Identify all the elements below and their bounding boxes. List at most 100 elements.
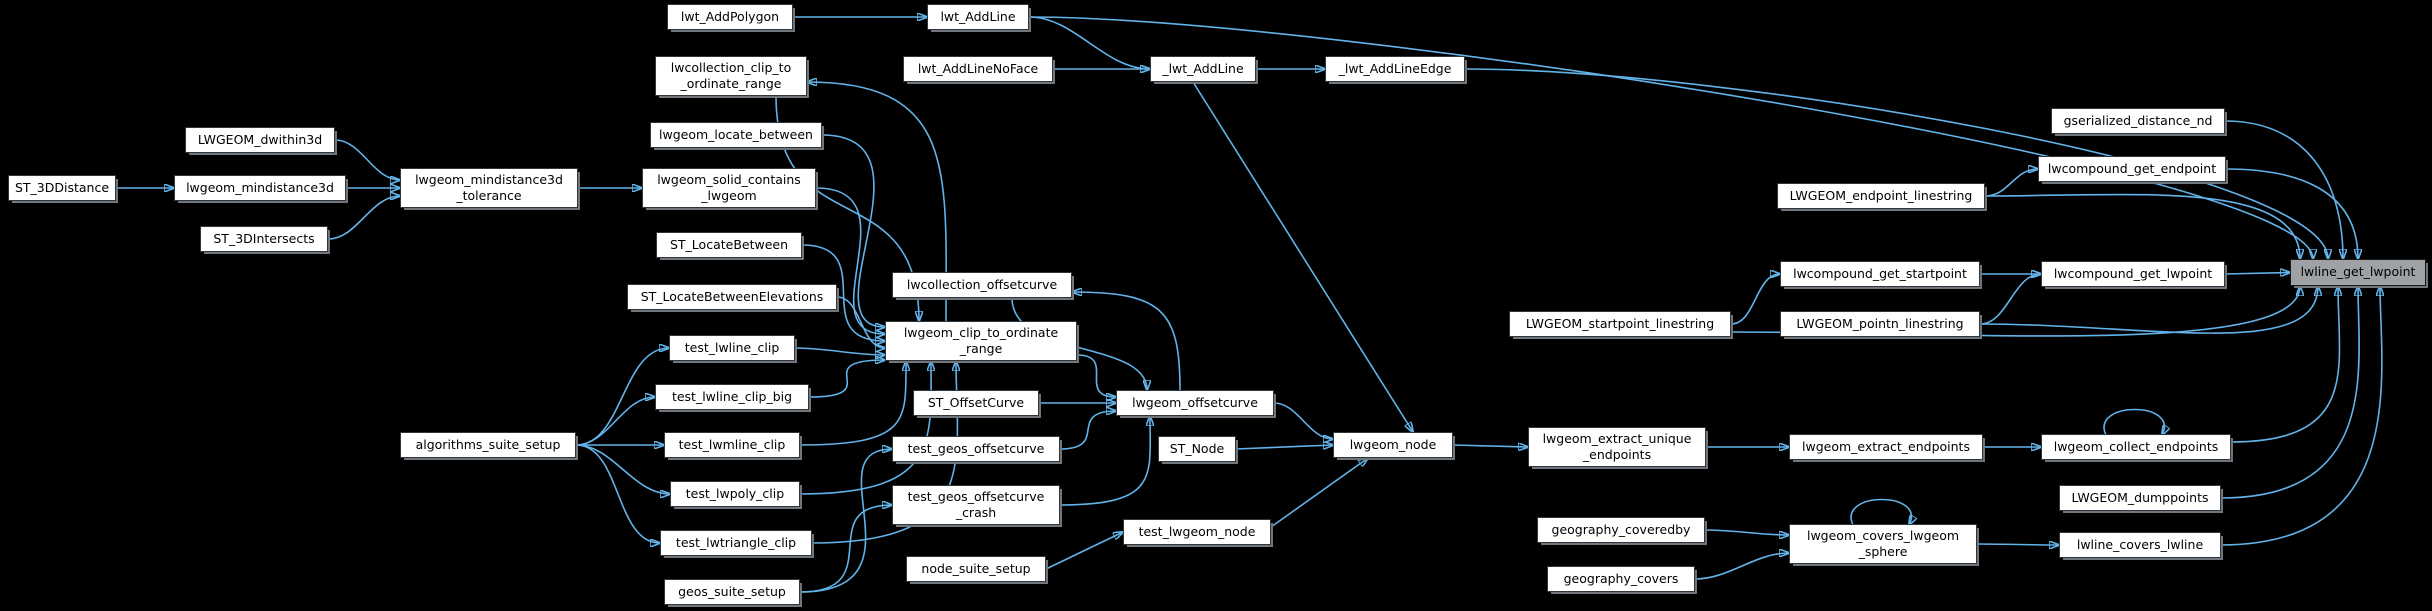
node-label-line: _tolerance (456, 188, 522, 203)
node-label-line: _lwt_AddLine (1162, 60, 1244, 76)
edge-test_lwgeom_node-to-lwgeom_node (1270, 458, 1368, 528)
node-LWGEOM_startpoint_linestring[interactable]: LWGEOM_startpoint_linestring (1509, 311, 1731, 337)
edge-lwgeom_offsetcurve-to-lwgeom_node (1273, 402, 1333, 439)
node-lwgeom_collect_endpoints[interactable]: lwgeom_collect_endpoints (2041, 434, 2231, 460)
edge-LWGEOM_pointn_linestring-to-lwcompound_get_lwpoint (1979, 274, 2041, 325)
node-label-line: lwt_AddLineNoFace (917, 60, 1039, 76)
edge-lwgeom_collect_endpoints-to-lwgeom_collect_endpoints (2103, 408, 2164, 436)
node-ST_Node[interactable]: ST_Node (1158, 436, 1236, 462)
node-lwgeom_clip_to_ordinate_range[interactable]: lwgeom_clip_to_ordinate_range (885, 321, 1077, 361)
node-lwcollection_clip_to_ordinate_range[interactable]: lwcollection_clip_to_ordinate_range (655, 56, 807, 96)
node-label-line: test_lwmline_clip (678, 436, 786, 452)
node-lwt_AddLineNoFace[interactable]: lwt_AddLineNoFace (903, 56, 1053, 82)
node-ST_LocateBetween[interactable]: ST_LocateBetween (656, 232, 802, 258)
node-label-line: lwline_covers_lwline (2076, 536, 2204, 552)
node-label-line: lwcompound_get_lwpoint (2053, 265, 2213, 281)
node-test_lwtriangle_clip[interactable]: test_lwtriangle_clip (660, 530, 812, 556)
edge-lwgeom_clip_to_ordinate_range-to-lwgeom_offsetcurve (1076, 354, 1116, 397)
node-label-line: _range (959, 341, 1003, 356)
node-lwgeom_covers_lwgeom_sphere[interactable]: lwgeom_covers_lwgeom_sphere (1789, 524, 1977, 564)
node-lwgeom_locate_between[interactable]: lwgeom_locate_between (650, 122, 822, 148)
edge-node_suite_setup-to-test_lwgeom_node (1045, 532, 1123, 570)
node-label-line: _lwgeom (701, 188, 757, 203)
node-label-line: _crash (955, 505, 997, 520)
edge-lwgeom_collect_endpoints-to-lwline_get_lwpoint (2230, 286, 2340, 443)
node-label-line: gserialized_distance_nd (2063, 112, 2213, 128)
node-label-line: LWGEOM_endpoint_linestring (1789, 187, 1973, 203)
node-lwline_get_lwpoint[interactable]: lwline_get_lwpoint (2290, 259, 2426, 286)
node-label-line: ST_3DDistance (14, 179, 110, 195)
node-label-line: lwgeom_solid_contains (657, 171, 801, 187)
edge-_lwt_AddLine-to-lwgeom_node (1192, 81, 1413, 432)
edge-lwgeom_offsetcurve-to-lwcollection_offsetcurve (1072, 292, 1181, 391)
node-lwgeom_node[interactable]: lwgeom_node (1333, 432, 1453, 458)
edge-lwt_AddLine-to-_lwt_AddLine (1028, 16, 1150, 69)
node-label-line: LWGEOM_dumppoints (2071, 489, 2209, 505)
node-label-line: lwcompound_get_endpoint (2047, 160, 2217, 176)
node-label-line: test_lwline_clip (684, 339, 780, 355)
node-test_lwmline_clip[interactable]: test_lwmline_clip (664, 432, 800, 458)
node-lwcollection_offsetcurve[interactable]: lwcollection_offsetcurve (892, 272, 1072, 298)
node-label-line: geography_coveredby (1551, 521, 1691, 537)
edge-lwt_AddLine-to-lwline_get_lwpoint (1028, 16, 2313, 259)
node-label-line: _lwt_AddLineEdge (1338, 60, 1452, 76)
node-label-line: lwgeom_offsetcurve (1132, 394, 1258, 410)
node-node_suite_setup[interactable]: node_suite_setup (906, 556, 1046, 582)
node-label-line: LWGEOM_pointn_linestring (1796, 315, 1964, 331)
edge-lwgeom_covers_lwgeom_sphere-to-lwgeom_covers_lwgeom_sphere (1850, 498, 1911, 526)
node-label-line: _endpoints (1582, 447, 1652, 462)
node-lwgeom_extract_unique_endpoints[interactable]: lwgeom_extract_unique_endpoints (1528, 427, 1706, 467)
node-LWGEOM_dwithin3d[interactable]: LWGEOM_dwithin3d (185, 127, 335, 153)
node-test_lwline_clip[interactable]: test_lwline_clip (669, 335, 795, 361)
node-lwt_AddLine[interactable]: lwt_AddLine (927, 4, 1029, 30)
node-lwcompound_get_endpoint[interactable]: lwcompound_get_endpoint (2038, 156, 2226, 182)
node-label-line: test_geos_offsetcurve (907, 440, 1045, 456)
node-test_lwline_clip_big[interactable]: test_lwline_clip_big (655, 384, 809, 410)
node-test_lwgeom_node[interactable]: test_lwgeom_node (1123, 519, 1271, 545)
node-test_lwpoly_clip[interactable]: test_lwpoly_clip (670, 481, 800, 507)
node-test_geos_offsetcurve[interactable]: test_geos_offsetcurve (892, 436, 1060, 462)
node-lwline_covers_lwline[interactable]: lwline_covers_lwline (2059, 532, 2221, 558)
node-ST_LocateBetweenElevations[interactable]: ST_LocateBetweenElevations (627, 284, 837, 310)
node-label-line: _sphere (1858, 544, 1908, 559)
node-ST_3DIntersects[interactable]: ST_3DIntersects (200, 226, 328, 252)
node-label-line: lwt_AddLine (940, 8, 1016, 24)
node-geos_suite_setup[interactable]: geos_suite_setup (664, 579, 800, 605)
node-label-line: algorithms_suite_setup (415, 436, 561, 452)
node-lwt_AddPolygon[interactable]: lwt_AddPolygon (667, 4, 793, 30)
node-algorithms_suite_setup[interactable]: algorithms_suite_setup (400, 432, 576, 458)
node-gserialized_distance_nd[interactable]: gserialized_distance_nd (2051, 108, 2225, 134)
node-ST_OffsetCurve[interactable]: ST_OffsetCurve (913, 390, 1039, 416)
node-label-line: lwgeom_mindistance3d (415, 171, 563, 187)
node-label-line: lwgeom_clip_to_ordinate (903, 324, 1059, 340)
node-label-line: geos_suite_setup (678, 583, 786, 599)
node-LWGEOM_dumppoints[interactable]: LWGEOM_dumppoints (2059, 485, 2221, 511)
node-label-line: lwgeom_covers_lwgeom (1806, 527, 1960, 543)
edge-lwgeom_clip_to_ordinate_range-to-lwcollection_clip_to_ordinate_range (807, 82, 947, 322)
node-_lwt_AddLineEdge[interactable]: _lwt_AddLineEdge (1325, 56, 1465, 82)
node-LWGEOM_endpoint_linestring[interactable]: LWGEOM_endpoint_linestring (1777, 183, 1985, 209)
node-lwcompound_get_lwpoint[interactable]: lwcompound_get_lwpoint (2041, 261, 2225, 287)
node-lwgeom_mindistance3d[interactable]: lwgeom_mindistance3d (174, 175, 346, 201)
edge-LWGEOM_startpoint_linestring-to-lwcompound_get_startpoint (1730, 274, 1780, 325)
node-ST_3DDistance[interactable]: ST_3DDistance (8, 175, 116, 201)
node-test_geos_offsetcurve_crash[interactable]: test_geos_offsetcurve_crash (892, 485, 1060, 525)
node-label-line: geography_covers (1563, 570, 1679, 586)
node-lwgeom_offsetcurve[interactable]: lwgeom_offsetcurve (1116, 390, 1274, 416)
edge-LWGEOM_endpoint_linestring-to-lwline_get_lwpoint (1984, 193, 2300, 259)
node-lwcompound_get_startpoint[interactable]: lwcompound_get_startpoint (1780, 261, 1980, 287)
node-LWGEOM_pointn_linestring[interactable]: LWGEOM_pointn_linestring (1780, 311, 1980, 337)
node-lwgeom_mindistance3d_tolerance[interactable]: lwgeom_mindistance3d_tolerance (400, 168, 578, 208)
node-label-line: lwcollection_clip_to (670, 59, 792, 75)
node-label-line: _ordinate_range (680, 76, 782, 91)
node-lwgeom_solid_contains_lwgeom[interactable]: lwgeom_solid_contains_lwgeom (642, 168, 816, 208)
node-label-line: lwt_AddPolygon (680, 8, 780, 24)
node-geography_coveredby[interactable]: geography_coveredby (1537, 517, 1705, 543)
node-geography_covers[interactable]: geography_covers (1547, 566, 1695, 592)
edge-algorithms_suite_setup-to-test_lwline_clip_big (575, 397, 655, 446)
edge-LWGEOM_dwithin3d-to-lwgeom_mindistance3d_tolerance (334, 139, 400, 180)
node-_lwt_AddLine[interactable]: _lwt_AddLine (1150, 56, 1256, 82)
node-label-line: ST_3DIntersects (213, 230, 315, 246)
node-lwgeom_extract_endpoints[interactable]: lwgeom_extract_endpoints (1789, 434, 1983, 460)
edge-algorithms_suite_setup-to-test_lwtriangle_clip (575, 444, 660, 543)
